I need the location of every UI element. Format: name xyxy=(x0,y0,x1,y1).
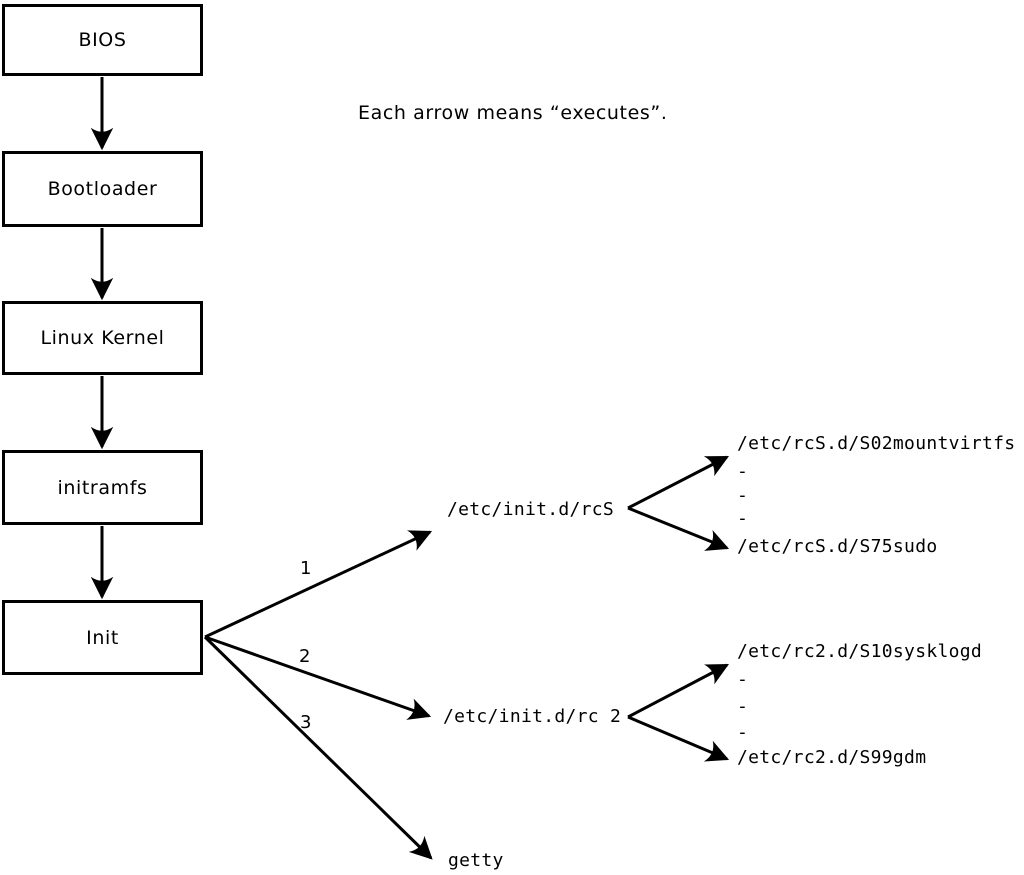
rcs-child-s75sudo: /etc/rcS.d/S75sudo xyxy=(737,536,938,557)
getty-label: getty xyxy=(448,850,504,871)
arrow-number-3: 3 xyxy=(300,712,312,733)
box-linux-kernel: Linux Kernel xyxy=(2,301,203,375)
arrow-rcs-to-s75sudo xyxy=(627,506,730,551)
box-bootloader-label: Bootloader xyxy=(47,178,158,200)
box-initramfs-label: initramfs xyxy=(57,476,148,499)
rcs-script-label: /etc/init.d/rcS xyxy=(447,499,615,520)
rcs-child-dash-3: - xyxy=(737,508,749,529)
arrow-init-to-getty xyxy=(203,635,433,860)
rc2-child-dash-1: - xyxy=(737,669,749,690)
rc2-child-s10sysklogd: /etc/rc2.d/S10sysklogd xyxy=(737,641,983,662)
box-bios-label: BIOS xyxy=(78,29,127,51)
box-init-label: Init xyxy=(86,626,119,649)
arrow-init-to-rcs xyxy=(204,530,433,639)
arrow-rcs-to-s02mountvirtfs xyxy=(627,455,730,510)
rcs-child-s02mountvirtfs: /etc/rcS.d/S02mountvirtfs xyxy=(737,433,1016,454)
legend-note: Each arrow means “executes”. xyxy=(358,102,668,124)
arrow-rc2-to-s10sysklogd xyxy=(627,663,729,719)
box-init: Init xyxy=(2,600,203,675)
arrow-number-2: 2 xyxy=(299,646,311,667)
arrow-rc2-to-s99gdm xyxy=(627,715,730,762)
rc2-child-dash-3: - xyxy=(737,722,749,743)
box-initramfs: initramfs xyxy=(2,450,203,525)
box-bootloader: Bootloader xyxy=(2,151,203,227)
rc2-child-s99gdm: /etc/rc2.d/S99gdm xyxy=(737,747,927,768)
rc2-script-label: /etc/init.d/rc 2 xyxy=(443,706,622,727)
rc2-child-dash-2: - xyxy=(737,696,749,717)
rcs-child-dash-1: - xyxy=(737,461,749,482)
arrow-init-to-rc2 xyxy=(204,635,432,720)
rcs-child-dash-2: - xyxy=(737,485,749,506)
box-bios: BIOS xyxy=(2,4,203,76)
arrow-number-1: 1 xyxy=(300,558,312,579)
box-linux-kernel-label: Linux Kernel xyxy=(40,327,165,349)
